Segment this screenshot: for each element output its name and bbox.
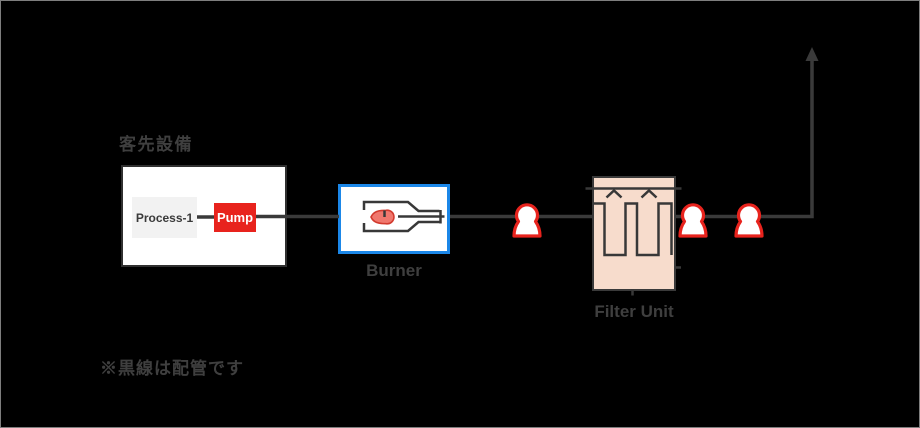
- pipe-filter-exhaust: [674, 60, 814, 219]
- burner-box: [338, 184, 450, 254]
- valve-icon-3: [734, 203, 764, 238]
- exhaust-up-arrow-icon: [805, 47, 819, 61]
- valve-icon-2: [678, 203, 708, 238]
- piping-note-label: ※黒線は配管です: [100, 359, 244, 378]
- pump-box: Pump: [214, 203, 256, 232]
- valve-icon-1: [512, 203, 542, 238]
- pump-label: Pump: [216, 210, 254, 225]
- process-box: Process-1: [132, 197, 197, 238]
- customer-equipment-label: 客先設備: [119, 135, 193, 154]
- filter-unit-label: Filter Unit: [594, 302, 674, 321]
- filter-unit-box: [592, 176, 676, 291]
- burner-label: Burner: [366, 261, 422, 280]
- process-label: Process-1: [135, 210, 194, 225]
